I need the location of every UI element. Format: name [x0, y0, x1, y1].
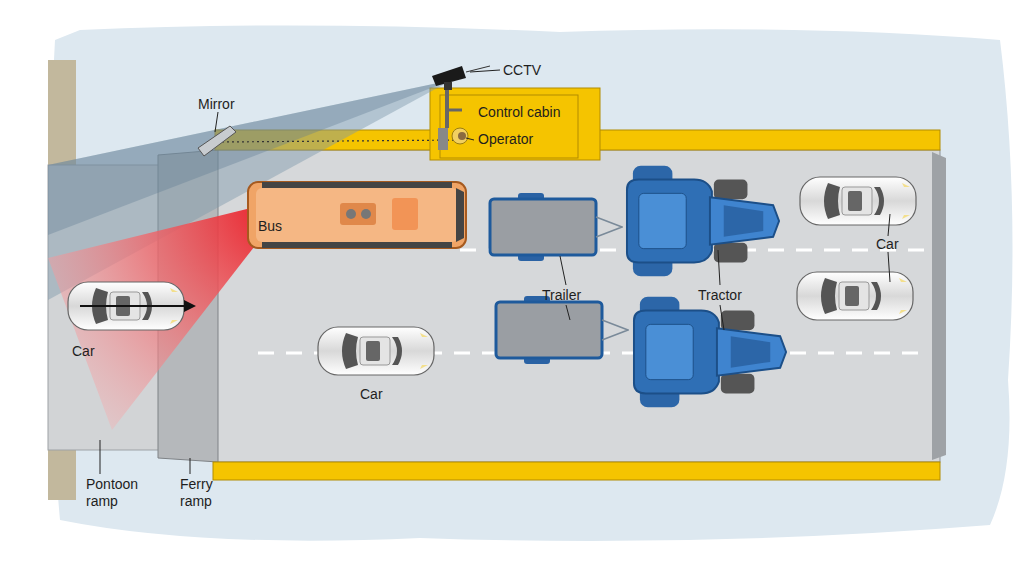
- vehicle-label: Car: [72, 343, 95, 360]
- vehicle-label: Bus: [258, 218, 282, 235]
- camera-label: CCTV: [503, 62, 541, 79]
- ramp-label: Ferry ramp: [180, 476, 240, 510]
- part-label: Mirror: [198, 96, 235, 113]
- vehicle-label: Car: [876, 236, 899, 253]
- vehicle-label: Tractor: [698, 287, 742, 304]
- ramp-label: Pontoon ramp: [86, 476, 146, 510]
- operator-label: Operator: [478, 131, 533, 148]
- vehicle-label: Trailer: [542, 287, 581, 304]
- cabin-label: Control cabin: [478, 104, 561, 121]
- vehicle-label: Car: [360, 386, 383, 403]
